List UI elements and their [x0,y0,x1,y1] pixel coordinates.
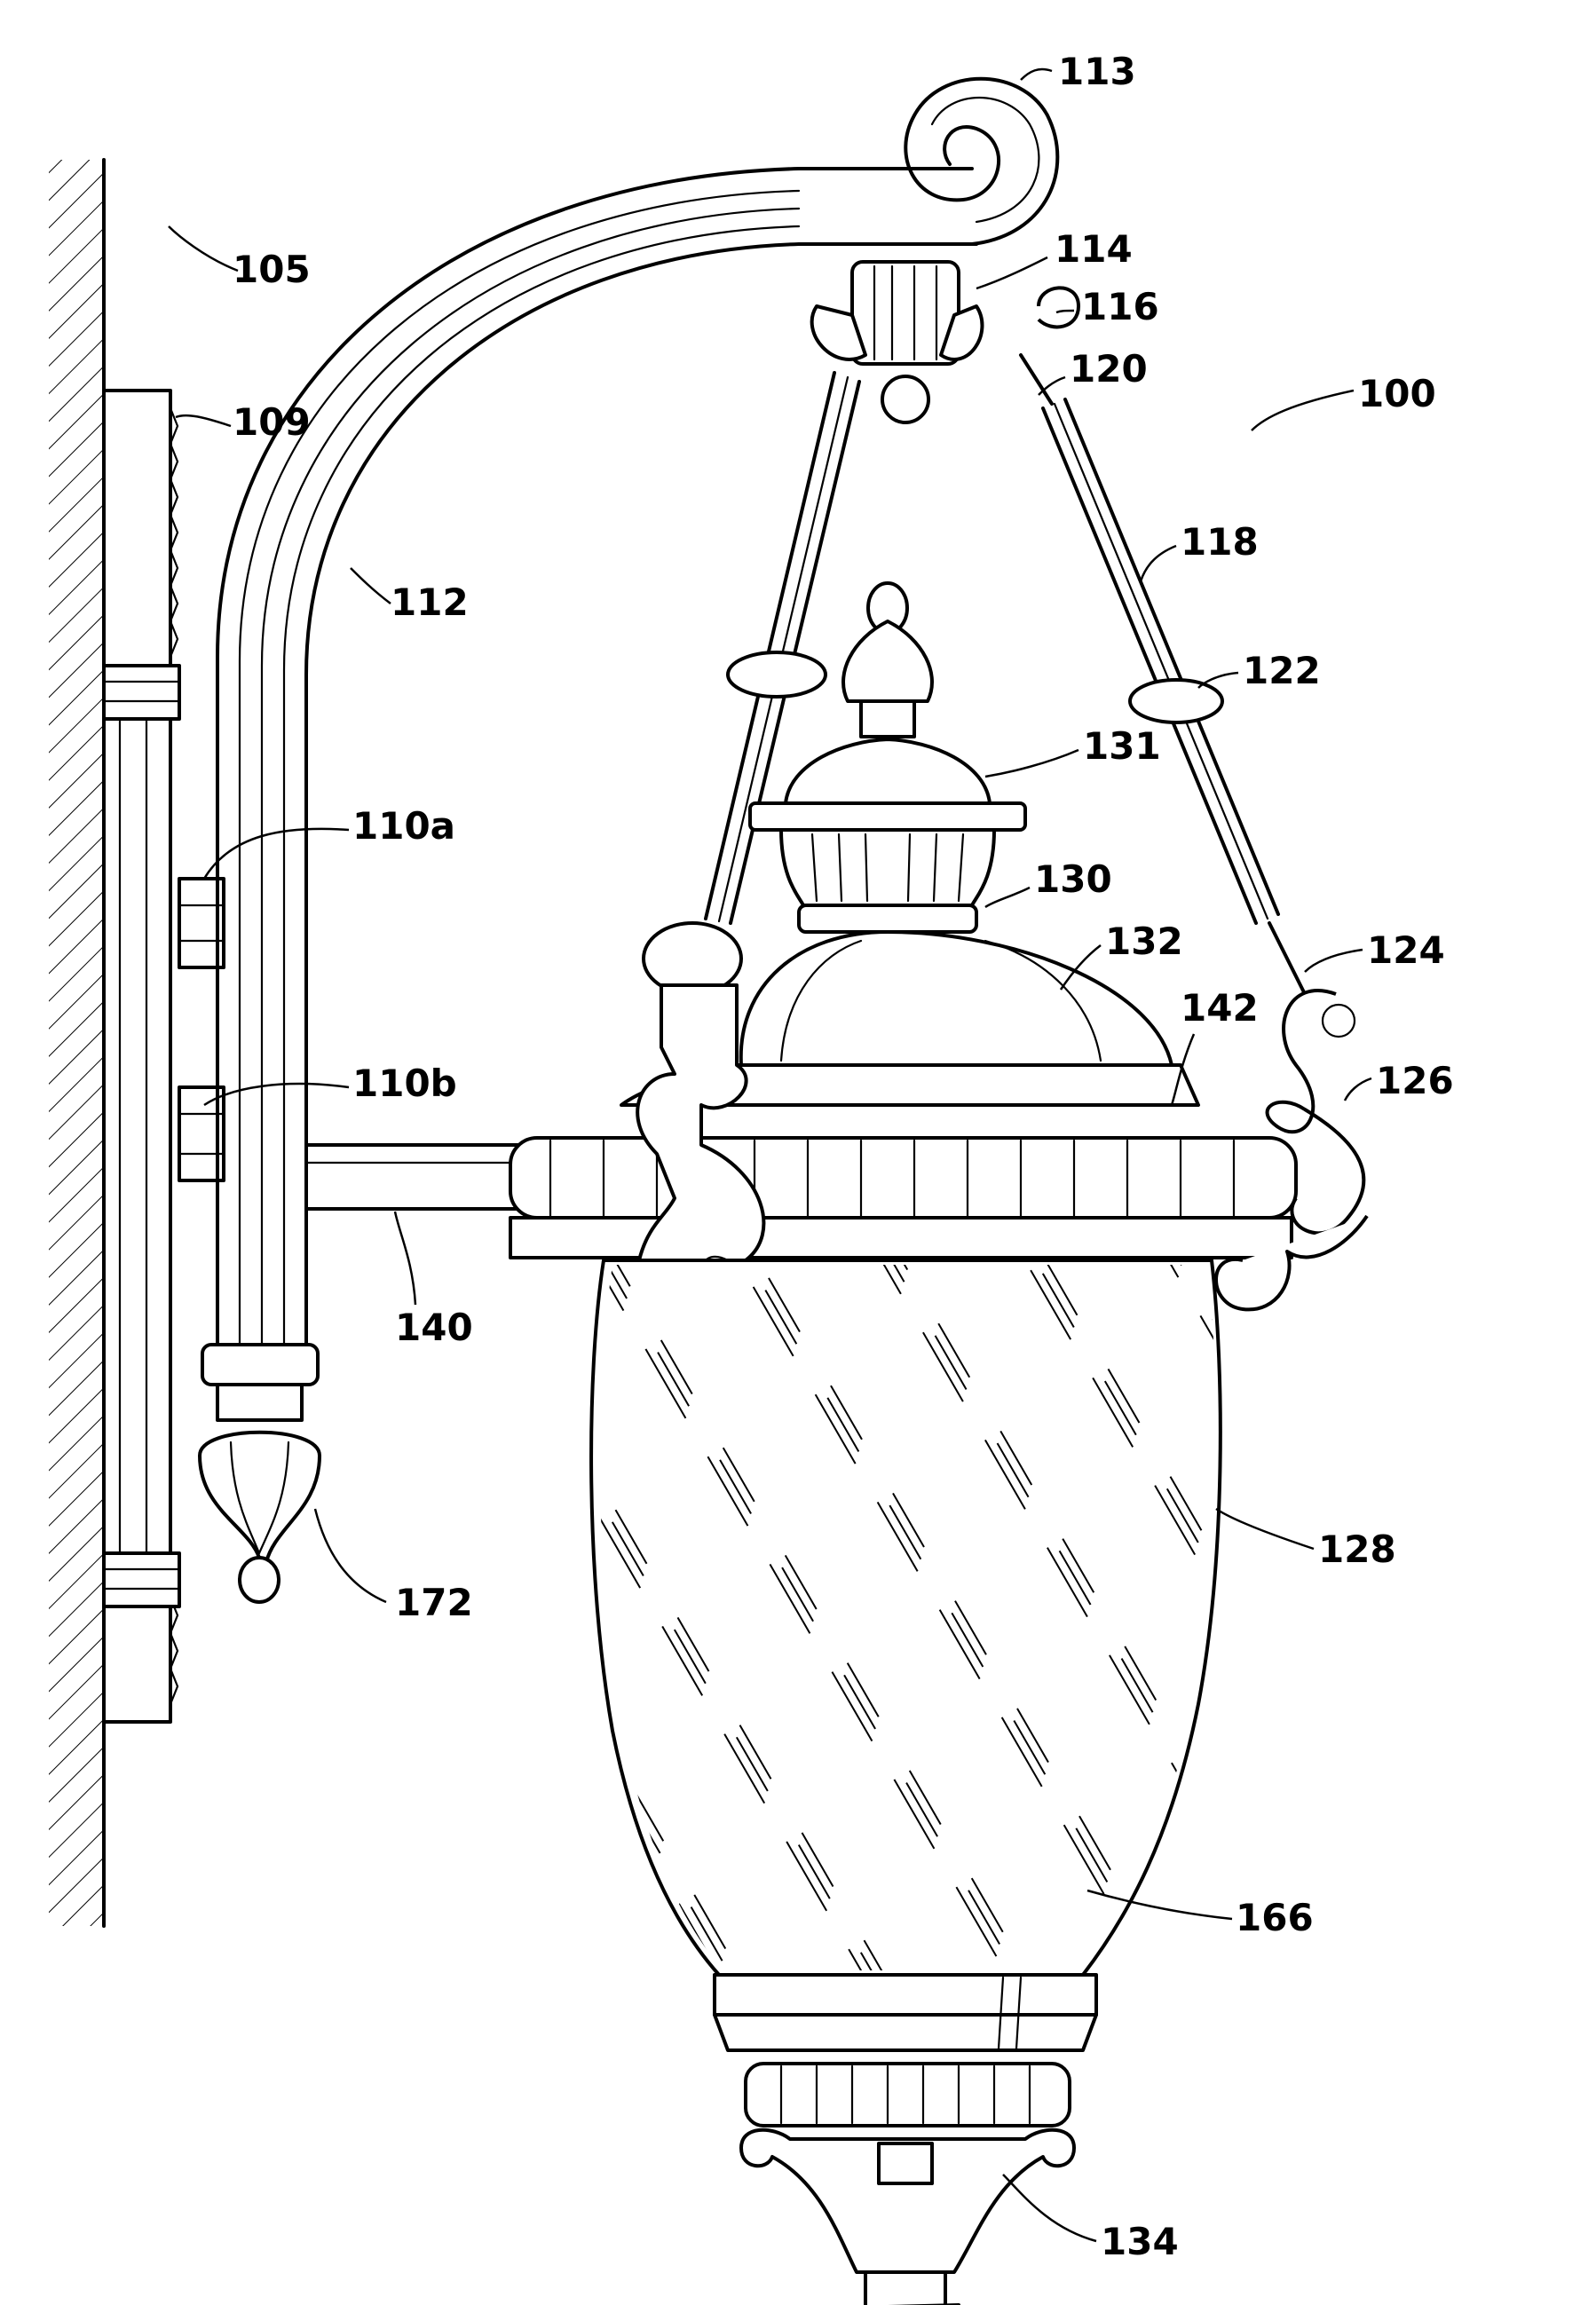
label-124: 124 [1367,928,1445,972]
label-100: 100 [1358,372,1436,415]
label-110a: 110a [352,804,455,848]
label-120: 120 [1070,347,1148,391]
label-114: 114 [1055,227,1133,271]
label-130: 130 [1034,857,1112,901]
glass-globe [591,1260,1221,1975]
support-arm [306,1145,519,1209]
hanger-cap [812,262,983,422]
label-105: 105 [233,248,311,291]
label-116: 116 [1081,285,1159,328]
label-134: 134 [1101,2220,1179,2263]
label-118: 118 [1181,520,1259,564]
label-132: 132 [1105,920,1183,963]
label-128: 128 [1318,1527,1396,1571]
drop-finial [200,1345,320,1602]
label-126: 126 [1376,1059,1454,1102]
label-142: 142 [1181,986,1259,1030]
mounting-plate [104,391,179,1722]
top-finial [843,583,932,737]
label-140: 140 [395,1306,473,1349]
lower-band [715,1975,1096,2050]
canopy [750,739,1025,932]
hook [1039,288,1078,327]
link [1021,355,1052,404]
label-113: 113 [1058,50,1136,93]
band [510,1138,1296,1258]
bottom-base [741,2064,1074,2305]
label-131: 131 [1083,724,1161,768]
label-109: 109 [233,400,311,444]
label-122: 122 [1243,649,1321,692]
label-166: 166 [1236,1896,1314,1939]
label-172: 172 [395,1581,473,1624]
label-112: 112 [391,580,469,624]
wall [49,160,104,1926]
label-110b: 110b [352,1062,457,1105]
